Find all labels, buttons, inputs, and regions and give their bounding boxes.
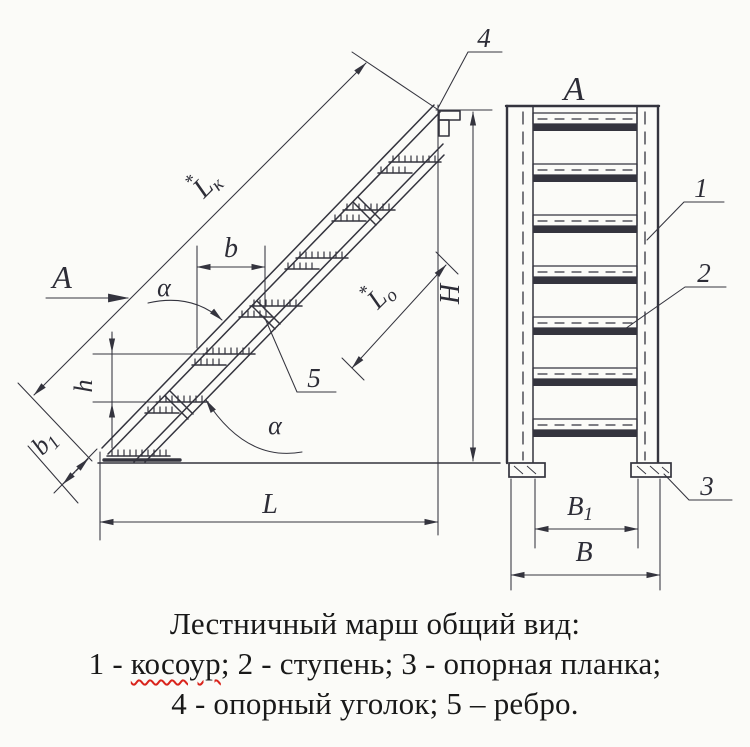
- dim-b: b: [196, 233, 266, 349]
- caption-term-kosour: косоур: [130, 646, 221, 681]
- callout-4: 4: [437, 23, 503, 109]
- caption-line3: 4 - опорный уголок; 5 – ребро.: [171, 686, 579, 721]
- top-view-title: А: [562, 71, 585, 108]
- callout-1-label: 1: [694, 173, 708, 203]
- caption-line2: 1 - косоур; 2 - ступень; 3 - опорная пла…: [0, 644, 750, 684]
- callout-3-label: 3: [699, 471, 714, 501]
- treads: [144, 155, 442, 414]
- dim-B1: B1: [534, 478, 639, 549]
- dim-lo-label: Lо*: [354, 270, 402, 318]
- side-view: [97, 104, 501, 536]
- callout-5-label: 5: [307, 363, 321, 393]
- view-arrow-A: A: [45, 259, 130, 303]
- callout-4-label: 4: [477, 23, 491, 53]
- callout-1: 1: [646, 173, 725, 241]
- view-a-label: A: [50, 259, 72, 295]
- dim-H-label: H: [435, 282, 466, 305]
- caption-line2-suffix: ; 2 - ступень; 3 - опорная планка;: [220, 646, 662, 681]
- dim-L: L: [99, 451, 439, 541]
- dim-lk-label: Lк*: [180, 158, 229, 207]
- dim-b1-label: b1: [26, 424, 65, 463]
- support-plates: [508, 462, 672, 478]
- top-view: А: [504, 71, 733, 591]
- dim-B1-label: B1: [567, 491, 593, 525]
- support-angle: [438, 110, 461, 137]
- dim-H: H: [435, 109, 493, 462]
- callout-2: 2: [621, 258, 727, 332]
- dim-b-label: b: [224, 233, 238, 264]
- dim-alpha-lower: α: [205, 399, 303, 454]
- dim-h: h: [69, 331, 207, 449]
- dim-b1: b1: [26, 424, 98, 504]
- top-view-stringers: [504, 104, 661, 465]
- callout-2-label: 2: [697, 258, 711, 288]
- dim-alpha-upper: α: [147, 273, 223, 321]
- alpha-lower-label: α: [268, 411, 283, 440]
- callout-5: 5: [263, 315, 337, 393]
- caption-title: Лестничный марш общий вид:: [169, 606, 581, 641]
- caption-line2-prefix: 1 -: [88, 646, 131, 681]
- foot-tread: [106, 449, 171, 457]
- dim-B: B: [510, 478, 661, 591]
- top-view-steps: [532, 112, 638, 438]
- caption: Лестничный марш общий вид: 1 - косоур; 2…: [0, 604, 750, 724]
- dim-lo: Lо*: [341, 251, 459, 381]
- dim-L-label: L: [261, 489, 278, 520]
- dim-B-label: B: [575, 537, 592, 568]
- alpha-upper-label: α: [157, 273, 172, 302]
- callout-3: 3: [663, 471, 733, 501]
- dim-h-label: h: [69, 380, 98, 393]
